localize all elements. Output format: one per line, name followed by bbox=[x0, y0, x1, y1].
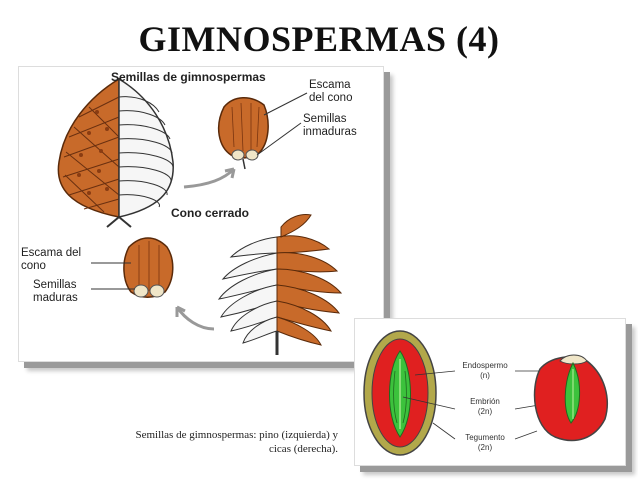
label-cono-cerrado: Cono cerrado bbox=[171, 206, 250, 220]
label-embrion-ploidy: (2n) bbox=[477, 407, 493, 416]
mature-scale bbox=[123, 237, 174, 298]
label-semillas-maduras: Semillas maduras bbox=[33, 279, 78, 304]
label-endospermo: Endospermo bbox=[462, 361, 508, 370]
label-semillas-inmaduras: Semillas inmaduras bbox=[303, 113, 357, 138]
caption-line-1: Semillas de gimnospermas: pino (izquierd… bbox=[135, 429, 338, 441]
caption-line-2: cicas (derecha). bbox=[268, 443, 338, 455]
pine-seed-figure: Semillas de gimnospermas Escama del cono… bbox=[18, 66, 384, 362]
cycad-seed-figure: Endospermo (n) Embrión (2n) Tegumento (2… bbox=[354, 318, 626, 466]
label-escama-del-cono-top: Escama del cono bbox=[309, 79, 353, 104]
label-endospermo-ploidy: (n) bbox=[480, 371, 490, 380]
page-title: GIMNOSPERMAS (4) bbox=[138, 19, 500, 59]
label-escama-del-cono-bottom: Escama del cono bbox=[21, 247, 82, 272]
closed-cone bbox=[57, 77, 174, 228]
seed-cutaway bbox=[533, 354, 608, 442]
seed-longitudinal-section bbox=[363, 330, 437, 456]
label-tegumento: Tegumento bbox=[465, 433, 505, 442]
immature-scale bbox=[217, 97, 269, 170]
pine-cone-illustration bbox=[57, 77, 343, 355]
label-embrion: Embrión bbox=[470, 397, 500, 406]
open-cone bbox=[217, 214, 343, 355]
seed-section-illustration bbox=[363, 330, 608, 456]
figure-caption: Semillas de gimnospermas: pino (izquierd… bbox=[60, 428, 338, 456]
label-tegumento-ploidy: (2n) bbox=[477, 443, 493, 452]
figure-heading: Semillas de gimnospermas bbox=[111, 70, 266, 84]
